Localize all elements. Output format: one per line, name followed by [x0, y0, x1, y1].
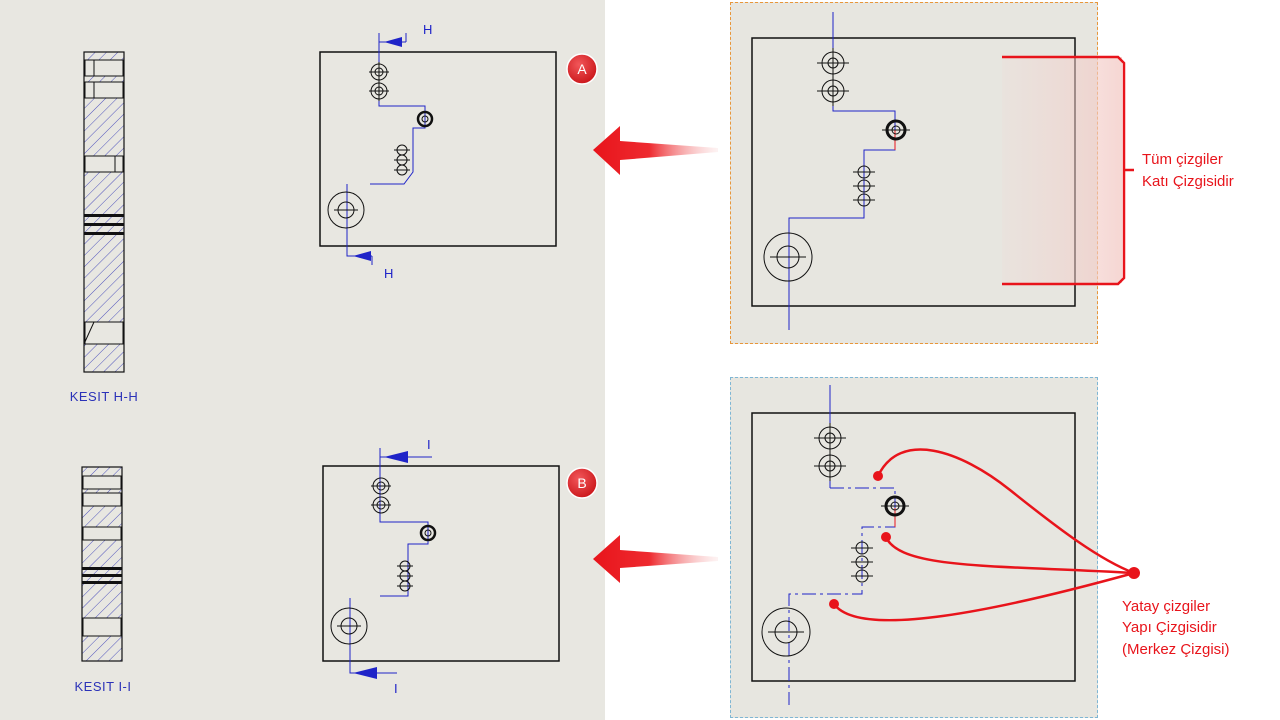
detail-view-b	[730, 377, 1098, 718]
annotation-solid-line2: Katı Çizgisidir	[1142, 173, 1234, 190]
section-h-label: KESIT H-H	[70, 389, 139, 404]
section-arrow-h-top: H	[423, 22, 432, 37]
section-view-i: KESIT I-I	[75, 466, 132, 694]
annotation-construction-line1: Yatay çizgiler	[1122, 598, 1210, 615]
detail-b-drawing: Yatay çizgiler Yapı Çizgisidir (Merkez Ç…	[751, 385, 1230, 705]
section-arrow-i-bottom: I	[394, 681, 398, 696]
front-view-b: I I	[322, 437, 560, 696]
section-i-label: KESIT I-I	[75, 679, 132, 694]
section-arrow-i-top: I	[427, 437, 431, 452]
front-view-a: H H	[319, 22, 557, 281]
arrow-b	[593, 535, 718, 583]
arrow-a	[593, 126, 718, 175]
badge-a-label: A	[577, 61, 587, 77]
badge-b: B	[566, 467, 598, 499]
annotation-construction-line3: (Merkez Çizgisi)	[1122, 641, 1230, 658]
callout-curves	[832, 448, 1135, 622]
annotation-solid-line1: Tüm çizgiler	[1142, 151, 1223, 168]
annotation-construction-line2: Yapı Çizgisidir	[1122, 619, 1217, 636]
section-view-h: KESIT H-H	[70, 51, 139, 404]
badge-a: A	[566, 53, 598, 85]
detail-a-drawing: Tüm çizgiler Katı Çizgisidir	[751, 12, 1234, 330]
section-arrow-h-bottom: H	[384, 266, 393, 281]
badge-b-label: B	[577, 475, 586, 491]
